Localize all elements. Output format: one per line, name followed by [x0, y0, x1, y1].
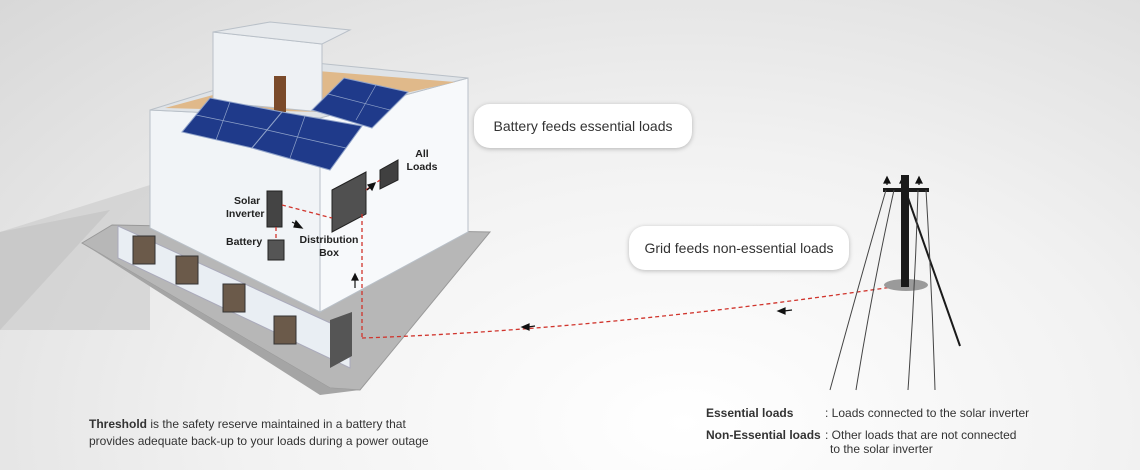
label-distribution-line2: Box — [319, 247, 339, 259]
legend-essential-definition: : Loads connected to the solar inverter — [825, 406, 1029, 420]
label-distribution-box: Distribution Box — [299, 234, 359, 260]
threshold-term: Threshold — [89, 417, 148, 431]
label-all-loads-line2: Loads — [406, 161, 438, 173]
wall-niche — [222, 283, 246, 313]
bubble-battery-feeds-text: Battery feeds essential loads — [493, 118, 673, 134]
all-loads-box — [379, 159, 399, 190]
ground-shadow — [0, 185, 150, 330]
threshold-note: Threshold is the safety reserve maintain… — [89, 416, 429, 450]
label-battery-text: Battery — [226, 236, 263, 248]
legend-essential: Essential loads — [706, 406, 793, 420]
legend-nonessential-term: Non-Essential loads — [706, 428, 821, 442]
legend-nonessential-def-line2: to the solar inverter — [830, 442, 933, 456]
label-battery: Battery — [226, 236, 262, 249]
bubble-battery-feeds: Battery feeds essential loads — [474, 104, 692, 148]
bubble-grid-feeds: Grid feeds non-essential loads — [629, 226, 849, 270]
label-distribution-line1: Distribution — [299, 234, 359, 246]
wall-niche — [273, 315, 297, 345]
solar-panels — [181, 77, 410, 171]
legend-essential-def: : Loads connected to the solar inverter — [825, 406, 1030, 420]
label-all-loads-line1: All — [415, 148, 429, 160]
gate — [330, 312, 352, 368]
label-solar-inverter: Solar Inverter — [226, 195, 265, 221]
label-solar-inverter-line2: Inverter — [226, 208, 265, 220]
solar-inverter-box — [266, 190, 283, 228]
legend-essential-term: Essential loads — [706, 406, 794, 420]
label-all-loads: All Loads — [405, 148, 439, 174]
utility-pole — [829, 175, 961, 391]
wall-niche — [175, 255, 199, 285]
stair-room — [212, 31, 323, 113]
label-solar-inverter-line1: Solar — [234, 195, 261, 207]
stair-door — [274, 76, 286, 112]
threshold-text-line1: is the safety reserve maintained in a ba… — [147, 417, 406, 431]
wall-niche — [132, 235, 156, 265]
legend-nonessential: Non-Essential loads — [706, 428, 821, 442]
battery-box — [267, 239, 285, 261]
bubble-grid-feeds-text: Grid feeds non-essential loads — [644, 240, 834, 256]
threshold-text-line2: provides adequate back-up to your loads … — [89, 434, 429, 448]
legend-nonessential-def-line1: : Other loads that are not connected — [825, 428, 1017, 442]
legend-nonessential-definition: : Other loads that are not connected to … — [825, 428, 1016, 456]
